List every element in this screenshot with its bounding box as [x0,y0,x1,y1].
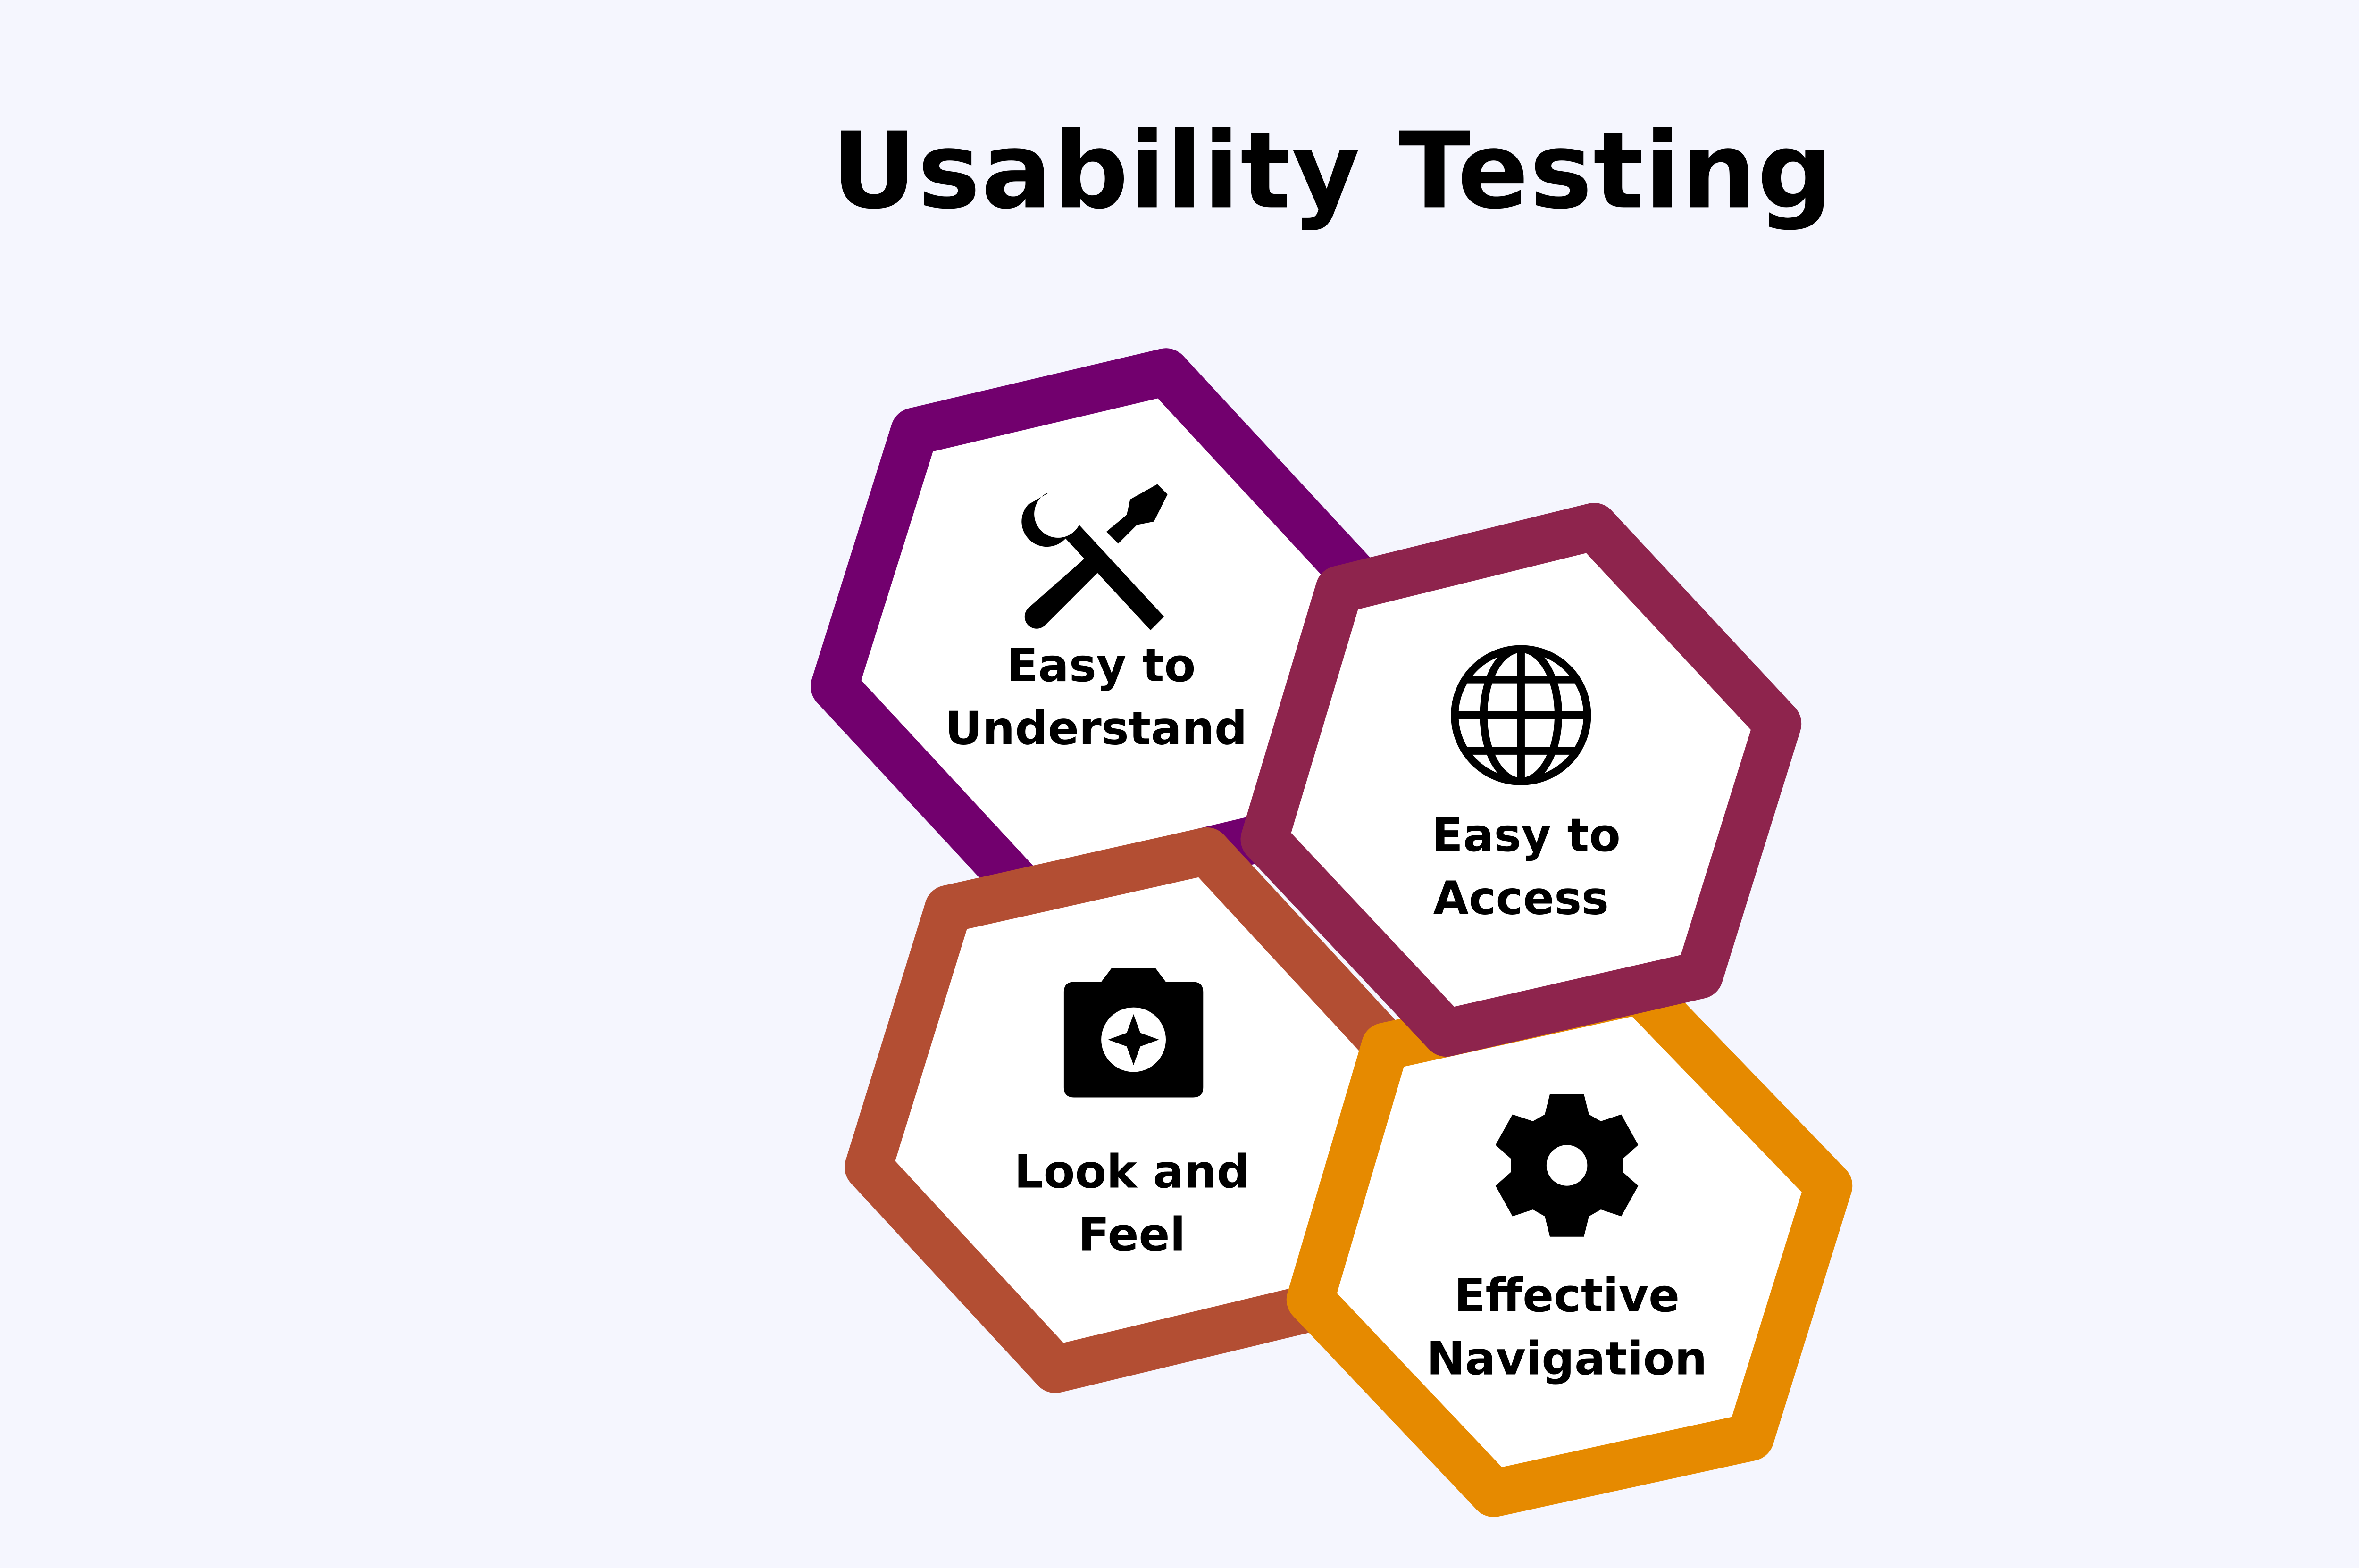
hexagon-label-line1: Easy to [1007,639,1196,692]
hexagon-label-line2: Understand [945,701,1247,755]
hexagon-label-line1: Look and [1014,1145,1250,1198]
globe-icon [1451,645,1591,785]
gear-icon [1495,1094,1639,1237]
hexagon-shape [1286,967,1853,1517]
hexagon-easy-to-access: Easy to Access [1240,502,1802,1057]
page-title: Usability Testing [831,109,1833,232]
tools-icon [1021,472,1168,631]
camera-sparkle-icon [1063,968,1204,1098]
hexagon-label-line1: Effective [1454,1269,1680,1322]
hexagon-label-line2: Access [1433,872,1609,925]
hexagon-effective-navigation: Effective Navigation [1286,967,1853,1517]
hexagon-label-line2: Feel [1078,1208,1186,1261]
hexagon-label-line1: Easy to [1431,809,1620,862]
hexagon-label-line2: Navigation [1427,1332,1707,1385]
